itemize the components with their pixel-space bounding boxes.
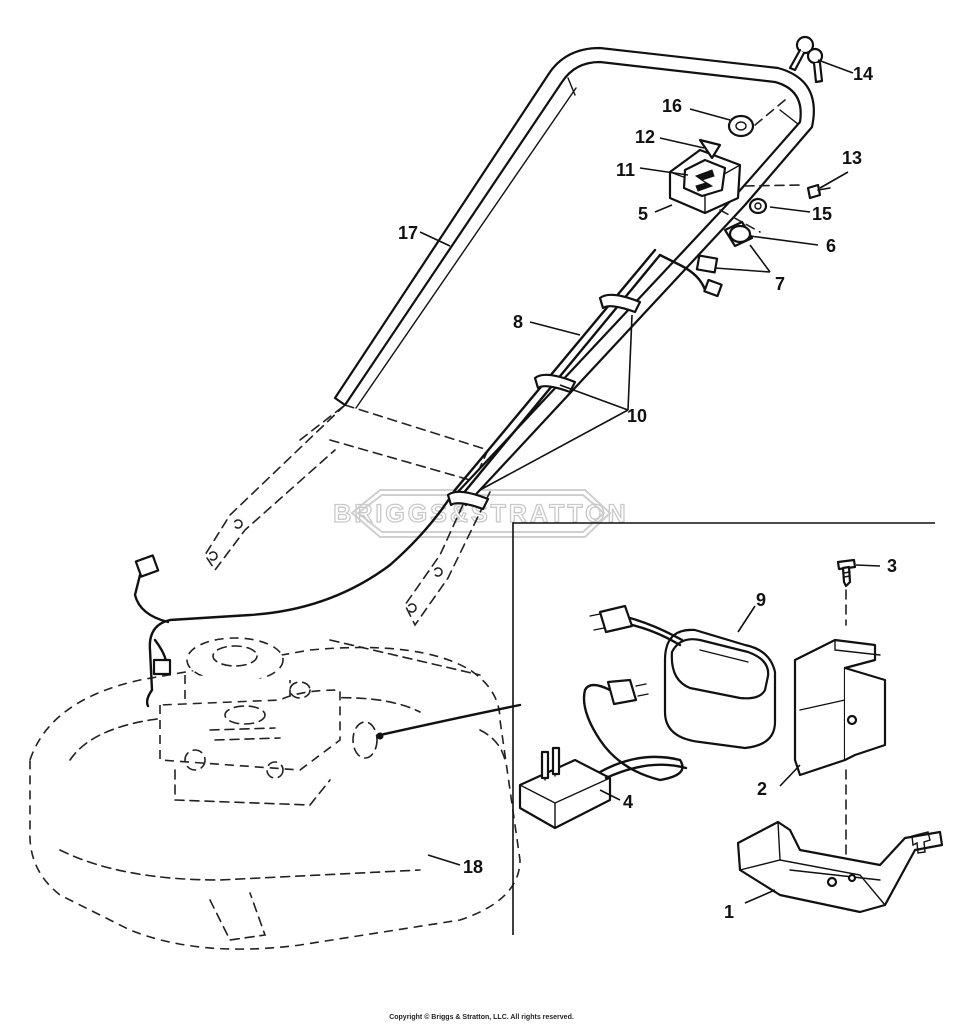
callout-4: 4 bbox=[623, 792, 633, 812]
callout-3: 3 bbox=[887, 556, 897, 576]
lower-handle bbox=[204, 404, 491, 627]
callout-9: 9 bbox=[756, 590, 766, 610]
leader-lines bbox=[419, 59, 881, 904]
callout-11: 11 bbox=[616, 160, 635, 180]
copyright-notice: Copyright © Briggs & Stratton, LLC. All … bbox=[389, 1014, 574, 1021]
inset-panel-border bbox=[512, 522, 935, 935]
callout-13: 13 bbox=[842, 148, 862, 168]
callout-18: 18 bbox=[463, 857, 483, 877]
key-switch-parts bbox=[719, 35, 831, 248]
callout-labels: 1 2 3 4 5 6 7 8 9 10 11 12 13 14 15 16 1… bbox=[398, 64, 897, 922]
callout-6: 6 bbox=[826, 236, 836, 256]
callout-5: 5 bbox=[638, 204, 648, 224]
callout-7: 7 bbox=[775, 274, 785, 294]
callout-1: 1 bbox=[724, 902, 734, 922]
charger bbox=[518, 678, 688, 830]
battery-tray bbox=[736, 820, 944, 914]
callout-2: 2 bbox=[757, 779, 767, 799]
screw bbox=[836, 558, 857, 588]
callout-8: 8 bbox=[513, 312, 523, 332]
callout-14: 14 bbox=[853, 64, 873, 84]
battery-bracket bbox=[793, 589, 887, 861]
callout-15: 15 bbox=[812, 204, 832, 224]
switch-assembly bbox=[668, 114, 755, 215]
keys-icon bbox=[788, 35, 824, 84]
callout-17: 17 bbox=[398, 223, 418, 243]
upper-handle bbox=[333, 46, 815, 507]
wire-harness bbox=[133, 248, 723, 740]
callout-16: 16 bbox=[662, 96, 682, 116]
battery bbox=[589, 604, 777, 750]
cable-clips bbox=[446, 293, 642, 511]
callout-12: 12 bbox=[635, 127, 655, 147]
mower-deck bbox=[29, 637, 521, 950]
callout-10: 10 bbox=[627, 406, 647, 426]
